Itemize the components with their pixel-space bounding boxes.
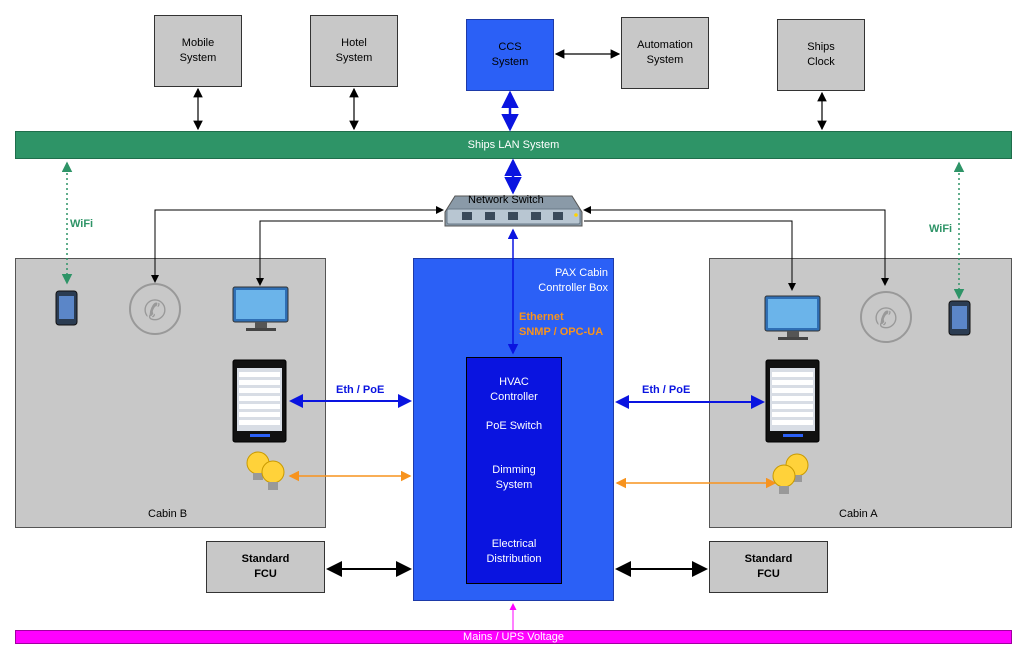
cabin-a-label: Cabin A	[839, 508, 878, 520]
svg-text:✆: ✆	[143, 294, 166, 327]
automation-system-box: Automation System	[621, 17, 709, 89]
ships-clock-box: Ships Clock	[777, 19, 865, 91]
standard-fcu-right: Standard FCU	[709, 541, 828, 593]
light-bulbs-icon	[246, 451, 285, 490]
hvac-controller-label: HVAC Controller	[490, 376, 538, 403]
switch-monitor-b-link	[256, 220, 443, 286]
cabin-b-label: Cabin B	[148, 508, 188, 520]
svg-text:✆: ✆	[874, 302, 897, 335]
electrical-distribution-label: Electrical Distribution	[486, 538, 542, 565]
standard-fcu-left: Standard FCU	[206, 541, 325, 593]
touch-panel-icon	[232, 359, 287, 443]
light-bulbs-icon	[772, 453, 809, 494]
monitor-icon	[232, 286, 289, 331]
switch-phone-a-link	[583, 206, 889, 286]
telephone-icon: ✆	[129, 283, 181, 335]
controller-inner-box	[466, 357, 562, 584]
mains-ups-bar: Mains / UPS Voltage	[15, 630, 1012, 644]
dimming-system-label: Dimming System	[492, 464, 536, 491]
switch-monitor-a-link	[584, 220, 796, 291]
switch-phone-b-link	[151, 206, 444, 283]
ethernet-label: Ethernet SNMP / OPC-UA	[519, 311, 604, 338]
mobile-system-box: Mobile System	[154, 15, 242, 87]
eth-poe-right-label: Eth / PoE	[642, 384, 691, 396]
poe-switch-label: PoE Switch	[485, 420, 543, 432]
wifi-right-label: WiFi	[929, 223, 953, 235]
eth-poe-left-label: Eth / PoE	[336, 384, 385, 396]
ccs-system-box: CCS System	[466, 19, 554, 91]
wifi-left-label: WiFi	[70, 218, 94, 230]
hotel-system-box: Hotel System	[310, 15, 398, 87]
mobile-phone-icon	[55, 290, 78, 326]
touch-panel-icon	[765, 359, 820, 443]
monitor-icon	[764, 295, 821, 340]
mobile-phone-icon	[948, 300, 971, 336]
telephone-icon: ✆	[860, 291, 912, 343]
network-switch-label: Network Switch	[468, 194, 544, 206]
network-switch-icon	[444, 195, 583, 227]
